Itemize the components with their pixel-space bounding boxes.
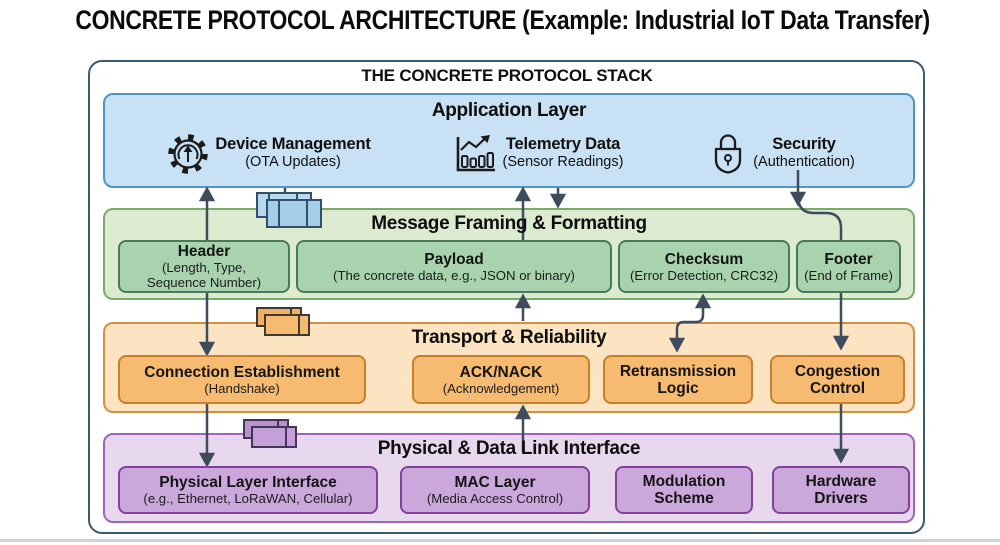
transport-layer-title: Transport & Reliability: [411, 327, 607, 348]
physical-layer-interface-title: Physical Layer Interface: [159, 474, 337, 491]
security-title: Security: [772, 135, 836, 153]
framing-layer-title: Message Framing & Formatting: [371, 213, 647, 234]
security-item: Security (Authentication): [746, 135, 862, 171]
application-layer-title: Application Layer: [431, 100, 587, 121]
mac-layer-box: MAC Layer (Media Access Control): [400, 466, 590, 514]
connection-establishment-title: Connection Establishment: [144, 363, 340, 381]
payload-box-title: Payload: [424, 250, 484, 268]
checksum-box: Checksum (Error Detection, CRC32): [618, 240, 790, 293]
payload-box-subtitle: (The concrete data, e.g., JSON or binary…: [333, 267, 575, 283]
page-title: CONCRETE PROTOCOL ARCHITECTURE (Example:…: [75, 5, 930, 35]
telemetry-data-item: Telemetry Data (Sensor Readings): [496, 135, 630, 171]
header-box: Header (Length, Type, Sequence Number): [118, 240, 290, 293]
security-subtitle: (Authentication): [753, 154, 855, 170]
modulation-scheme-box: Modulation Scheme: [615, 466, 753, 514]
hardware-drivers-box: Hardware Drivers: [772, 466, 910, 514]
hardware-drivers-title: Hardware Drivers: [805, 473, 877, 507]
footer-box-title: Footer: [824, 250, 873, 268]
mac-layer-title: MAC Layer: [454, 474, 536, 491]
device-management-item: Device Management (OTA Updates): [208, 135, 378, 171]
device-management-subtitle: (OTA Updates): [245, 154, 341, 170]
payload-box: Payload (The concrete data, e.g., JSON o…: [296, 240, 612, 293]
header-box-title: Header: [177, 243, 231, 260]
bar-chart-trend-icon: [456, 135, 495, 172]
physical-layer-interface-subtitle: (e.g., Ethernet, LoRaWAN, Cellular): [143, 491, 353, 506]
telemetry-data-title: Telemetry Data: [505, 135, 621, 153]
ack-nack-box: ACK/NACK (Acknowledgement): [412, 355, 590, 404]
gear-ota-icon: [168, 134, 208, 174]
footer-box-subtitle: (End of Frame): [804, 267, 893, 283]
frame-stack-icon-purple: [243, 419, 297, 448]
telemetry-data-subtitle: (Sensor Readings): [502, 154, 624, 170]
connection-establishment-box: Connection Establishment (Handshake): [118, 355, 366, 404]
checksum-box-subtitle: (Error Detection, CRC32): [629, 267, 779, 283]
retransmission-logic-title: Retransmission Logic: [619, 362, 737, 397]
frame-stack-icon-orange: [256, 307, 310, 336]
device-management-title: Device Management: [215, 135, 371, 153]
modulation-scheme-title: Modulation Scheme: [642, 473, 726, 507]
ack-nack-subtitle: (Acknowledgement): [442, 380, 560, 396]
congestion-control-title: Congestion Control: [794, 362, 881, 397]
frame-stack-icon-blue: [256, 192, 322, 228]
connection-establishment-subtitle: (Handshake): [204, 380, 280, 396]
ack-nack-title: ACK/NACK: [459, 363, 543, 381]
padlock-icon: [714, 134, 742, 174]
retransmission-logic-box: Retransmission Logic: [603, 355, 753, 404]
mac-layer-subtitle: (Media Access Control): [426, 491, 564, 506]
checksum-box-title: Checksum: [664, 250, 744, 268]
application-layer-band: [103, 93, 915, 188]
physical-layer-interface-box: Physical Layer Interface (e.g., Ethernet…: [118, 466, 378, 514]
header-box-subtitle: (Length, Type, Sequence Number): [146, 260, 262, 290]
footer-box: Footer (End of Frame): [796, 240, 901, 293]
page-bottom-shadow: [0, 539, 1000, 542]
stack-title: THE CONCRETE PROTOCOL STACK: [361, 66, 653, 85]
congestion-control-box: Congestion Control: [770, 355, 905, 404]
physical-layer-title: Physical & Data Link Interface: [377, 438, 641, 459]
